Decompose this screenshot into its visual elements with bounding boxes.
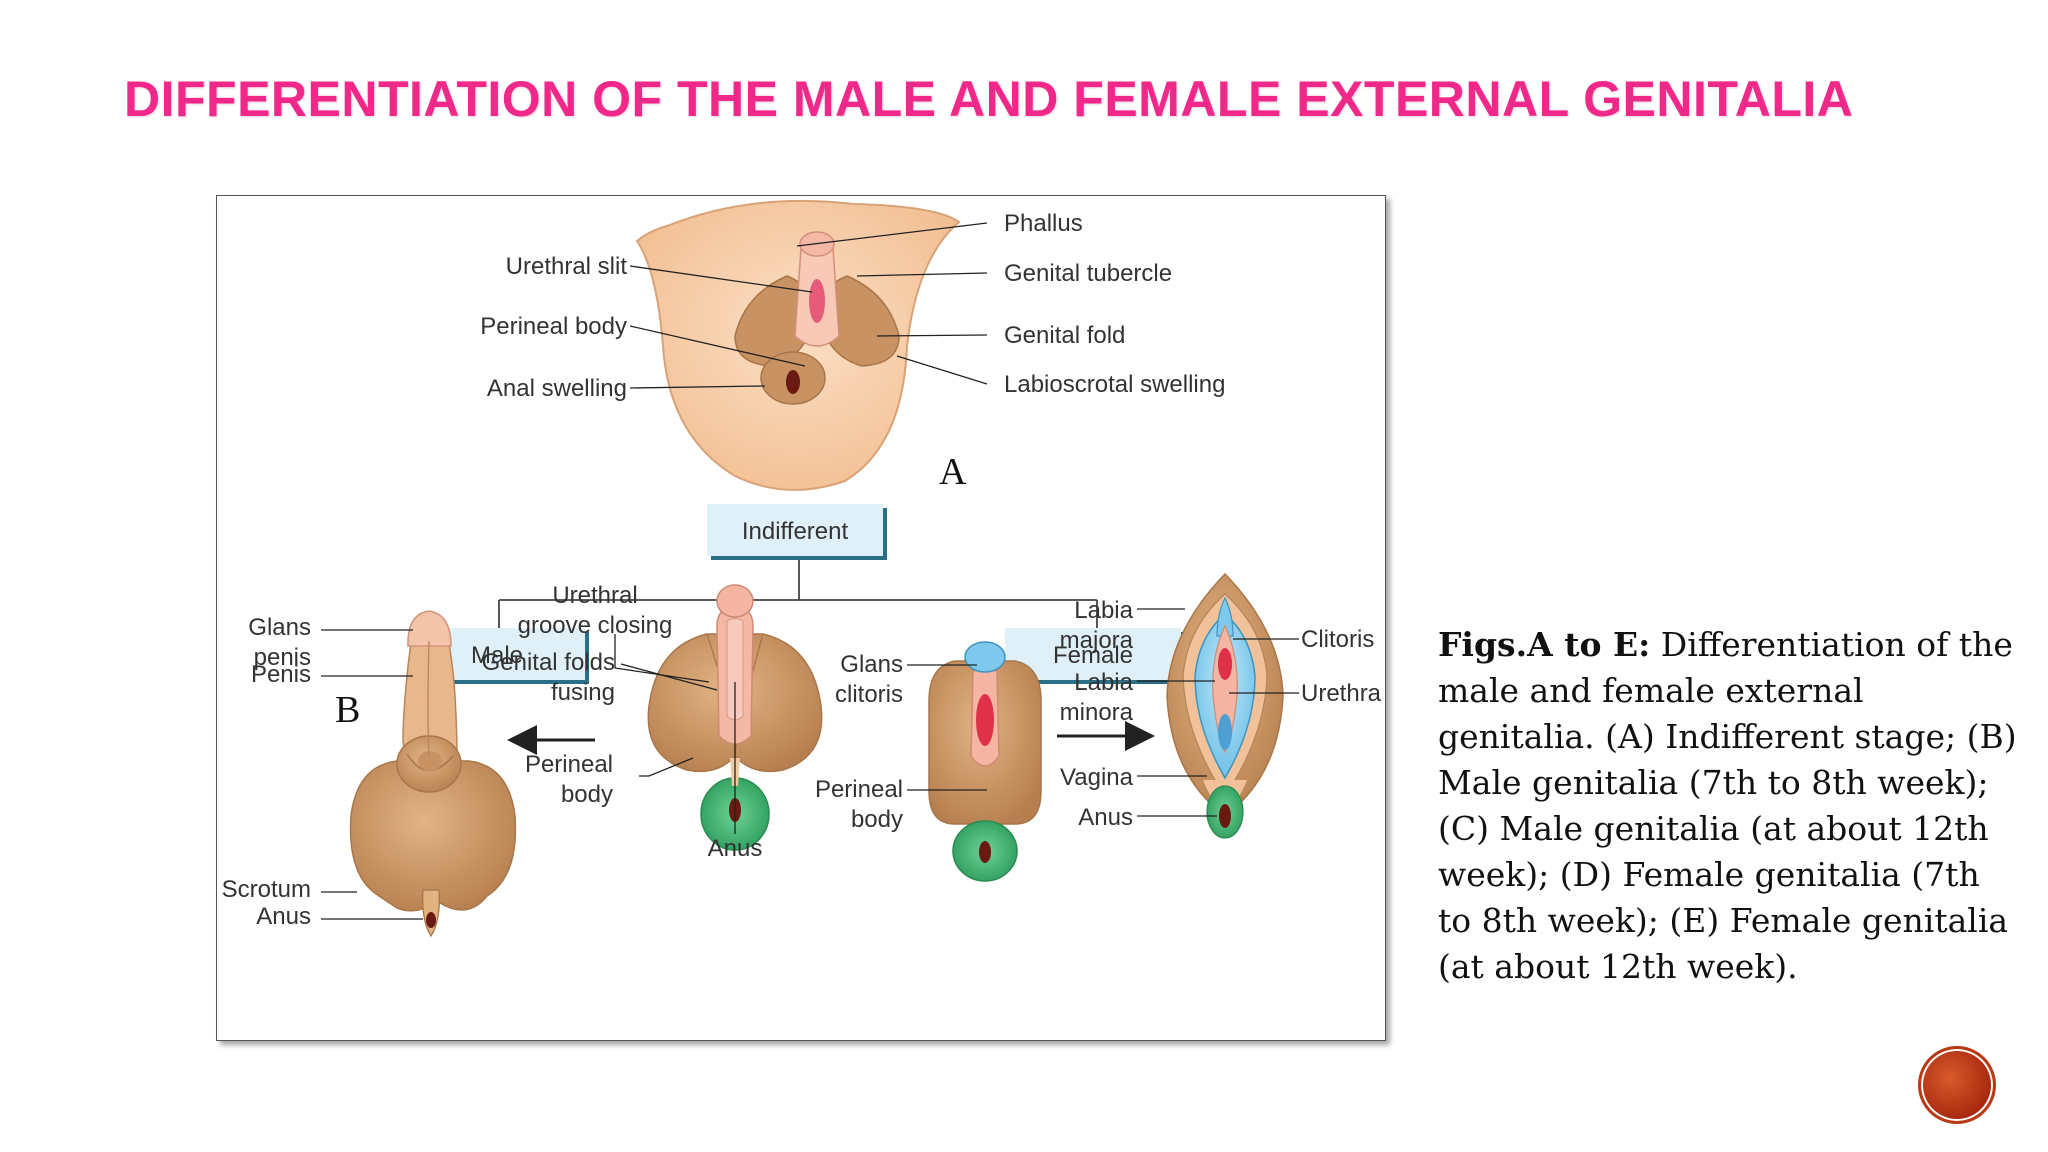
label-anal-swelling: Anal swelling	[487, 375, 627, 402]
label-genital-folds-line2: fusing	[551, 679, 615, 706]
label-anus-b: Anus	[256, 903, 311, 930]
label-perineal-body-c-line1: Perineal	[525, 751, 613, 778]
label-urethral-slit: Urethral slit	[506, 253, 628, 280]
label-perineal-body-d-line1: Perineal	[815, 776, 903, 803]
panel-b-leader-lines	[321, 629, 423, 920]
label-labia-majora-line1: Labia	[1074, 597, 1133, 624]
panel-d-leader-lines	[907, 664, 987, 791]
label-phallus: Phallus	[1004, 210, 1083, 237]
panel-letter-a: A	[939, 451, 967, 493]
label-urethral-groove-line1: Urethral	[552, 582, 637, 609]
label-penis: Penis	[251, 661, 311, 688]
label-glans-clitoris-line1: Glans	[840, 651, 903, 678]
genitalia-figure: Phallus Urethral slit Genital tubercle P…	[216, 195, 1386, 1041]
label-genital-fold: Genital fold	[1004, 322, 1125, 349]
indifferent-box: Indifferent	[707, 504, 887, 560]
label-perineal-body-a: Perineal body	[480, 313, 627, 340]
panel-c-leader-lines	[614, 634, 736, 834]
label-clitoris: Clitoris	[1301, 626, 1374, 653]
panel-b-illustration	[349, 610, 517, 938]
figure-caption: Figs.A to E: Differentiation of the male…	[1438, 622, 2018, 990]
label-glans-penis-line2: penis	[254, 644, 311, 671]
label-perineal-body-c-line2: body	[561, 781, 613, 808]
female-box: Female	[1005, 628, 1185, 684]
next-slide-button[interactable]	[1918, 1046, 1996, 1124]
caption-figure-reference: Figs.A to E:	[1438, 625, 1651, 664]
label-perineal-body-d-line2: body	[851, 806, 903, 833]
label-urethral-groove-line2: groove closing	[518, 612, 673, 639]
slide-title: DIFFERENTIATION OF THE MALE AND FEMALE E…	[124, 71, 1854, 127]
label-genital-tubercle: Genital tubercle	[1004, 260, 1172, 287]
label-scrotum: Scrotum	[222, 876, 311, 903]
label-anus-e: Anus	[1078, 804, 1133, 831]
panel-d-illustration	[928, 641, 1042, 882]
panel-e-illustration	[1166, 572, 1284, 839]
label-labia-minora-line2: minora	[1060, 699, 1134, 726]
panel-e-leader-lines	[1137, 608, 1299, 817]
panel-a-illustration	[635, 199, 961, 491]
label-glans-penis-line1: Glans	[248, 614, 311, 641]
label-labia-minora-line1: Labia	[1074, 669, 1133, 696]
caption-text: Differentiation of the male and female e…	[1438, 625, 2017, 986]
panel-letter-b: B	[335, 689, 360, 731]
label-genital-folds-line1: Genital folds	[482, 649, 615, 676]
label-urethra: Urethra	[1301, 680, 1382, 707]
label-glans-clitoris-line2: clitoris	[835, 681, 903, 708]
indifferent-box-label: Indifferent	[742, 518, 849, 545]
label-vagina: Vagina	[1060, 764, 1134, 791]
label-labioscrotal-swelling: Labioscrotal swelling	[1004, 371, 1225, 398]
label-labia-majora-line2: majora	[1060, 627, 1134, 654]
genitalia-diagram: Phallus Urethral slit Genital tubercle P…	[222, 199, 1382, 938]
male-box-label: Male	[471, 642, 523, 669]
female-box-label: Female	[1053, 642, 1133, 669]
panel-a-leader-lines	[629, 222, 988, 389]
label-anus-c: Anus	[708, 835, 763, 862]
